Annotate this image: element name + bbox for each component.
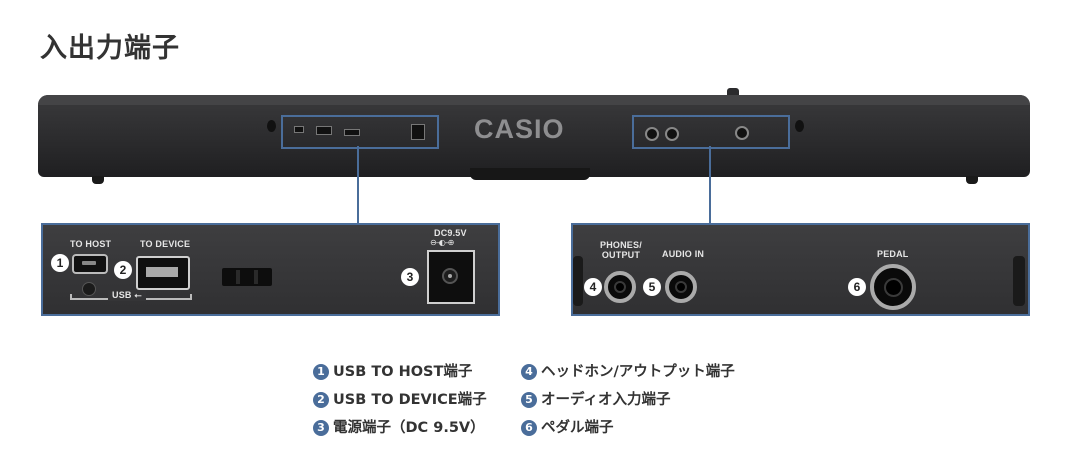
panel-edge-right [1013, 256, 1025, 306]
switch-small [344, 129, 360, 136]
usb-a-port-small [316, 126, 332, 135]
phones-output-jack [604, 271, 636, 303]
legend-text: USB TO DEVICE端子 [333, 392, 487, 408]
page-title: 入出力端子 [40, 33, 180, 64]
pedal-label: PEDAL [877, 249, 909, 259]
usb-label-text: USB [112, 290, 132, 300]
marker-1: 1 [51, 254, 69, 272]
legend-number: 5 [521, 392, 537, 408]
legend-number: 4 [521, 364, 537, 380]
audio-in-label: AUDIO IN [662, 249, 705, 259]
right-port-highlight [632, 115, 790, 149]
usb-label: USB ⭠ [108, 290, 146, 301]
dc-port-small [411, 124, 425, 140]
screw-hole [267, 120, 276, 132]
legend-text: ヘッドホン/アウトプット端子 [541, 364, 735, 380]
audio-in-jack-small [665, 127, 679, 141]
ground-screw [82, 282, 96, 296]
connector-line-left [357, 146, 359, 223]
audio-in-jack [665, 271, 697, 303]
marker-6: 6 [848, 278, 866, 296]
to-device-label: TO DEVICE [140, 239, 191, 249]
keyboard-bottom-strip [470, 168, 590, 180]
connector-line-right [709, 146, 711, 223]
pedal-jack-small [735, 126, 749, 140]
to-host-label: TO HOST [70, 239, 112, 249]
brand-logo: CASIO [474, 114, 565, 144]
phones-jack-small [645, 127, 659, 141]
legend-text: ペダル端子 [541, 420, 614, 436]
legend-number: 3 [313, 420, 329, 436]
switch-slot [222, 268, 272, 286]
legend-text: オーディオ入力端子 [541, 392, 671, 408]
legend-number: 1 [313, 364, 329, 380]
keyboard-foot [966, 176, 978, 184]
usb-to-device-port [136, 256, 190, 290]
screw-hole [795, 120, 804, 132]
legend-text: USB TO HOST端子 [333, 364, 473, 380]
pedal-jack [870, 264, 916, 310]
dc-label: DC9.5V [434, 228, 467, 238]
phones-output-label: PHONES/OUTPUT [600, 240, 642, 260]
marker-5: 5 [643, 278, 661, 296]
output-label: OUTPUT [601, 250, 641, 260]
keyboard-top-edge [38, 95, 1030, 105]
keyboard-foot [92, 176, 104, 184]
marker-4: 4 [584, 278, 602, 296]
legend-text: 電源端子（DC 9.5V） [333, 420, 485, 436]
keyboard-knob [727, 88, 739, 98]
legend-number: 6 [521, 420, 537, 436]
usb-icon: ⭠ [134, 290, 142, 300]
legend-number: 2 [313, 392, 329, 408]
marker-3: 3 [401, 268, 419, 286]
usb-to-host-port [72, 254, 108, 274]
micro-usb-port-small [294, 126, 304, 133]
dc-polarity-icon: ⊖–◐–⊕ [430, 238, 454, 247]
right-detail-panel [571, 223, 1030, 316]
left-port-highlight [281, 115, 439, 149]
phones-label: PHONES/ [600, 240, 642, 250]
panel-edge-left [573, 256, 583, 306]
marker-2: 2 [114, 261, 132, 279]
keyboard-body [38, 95, 1030, 177]
dc-power-port [427, 250, 475, 304]
